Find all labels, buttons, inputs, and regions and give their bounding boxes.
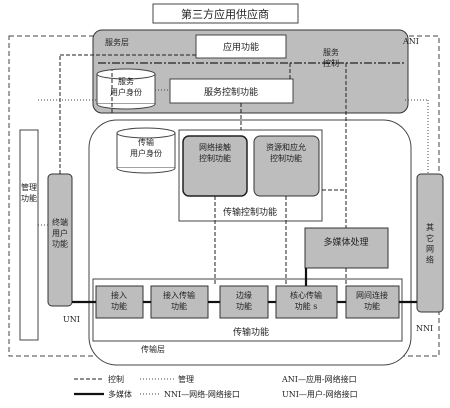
svg-text:传输用户身份: 传输用户身份 bbox=[130, 137, 162, 158]
other-networks-box bbox=[416, 173, 444, 313]
legend-management-label: 管理 bbox=[178, 374, 194, 384]
network-attachment-control-label: 网络接触控制功能 bbox=[199, 142, 231, 163]
core-transport-function-box bbox=[275, 285, 338, 319]
app-function-box bbox=[195, 34, 287, 59]
legend-media-label: 多媒体 bbox=[108, 389, 132, 399]
app-function-label: 应用功能 bbox=[223, 41, 259, 53]
nni-label: NNI bbox=[416, 324, 433, 333]
svg-text:网络接触控制功能: 网络接触控制功能 bbox=[199, 142, 231, 163]
service-control-function-box bbox=[169, 78, 294, 104]
svg-text:其它网络: 其它网络 bbox=[426, 223, 434, 264]
gateway-function-label: 网间连接功能 bbox=[356, 290, 388, 311]
control-connectors bbox=[59, 54, 347, 286]
svg-text:接入传输功能: 接入传输功能 bbox=[163, 290, 195, 311]
edge-function-label: 边缘功能 bbox=[236, 290, 252, 311]
gateway-function-box bbox=[345, 285, 400, 319]
uni-label: UNI bbox=[63, 315, 80, 324]
service-layer-label: 服务层 bbox=[105, 37, 129, 47]
multimedia-processing-label: 多媒体处理 bbox=[323, 236, 368, 248]
access-function-box bbox=[95, 285, 144, 319]
resource-admission-control-label: 资源和应允控制功能 bbox=[266, 142, 306, 163]
service-control-function-label: 服务控制功能 bbox=[204, 86, 258, 98]
core-transport-function-label: 核心传输功能 s bbox=[290, 290, 322, 311]
transport-user-profile-label: 传输用户身份 bbox=[130, 137, 162, 158]
edge-function-box bbox=[219, 285, 269, 319]
svg-text:接入功能: 接入功能 bbox=[111, 290, 127, 311]
access-transport-function-box bbox=[150, 285, 209, 319]
svg-text:管理功能: 管理功能 bbox=[21, 182, 37, 203]
service-user-profile-label: 服务用户身份 bbox=[110, 76, 142, 97]
svg-text:核心传输功能 s: 核心传输功能 s bbox=[290, 290, 322, 311]
svg-text:服务控制: 服务控制 bbox=[323, 47, 339, 68]
access-transport-function-label: 接入传输功能 bbox=[163, 290, 195, 311]
transport-function-label: 传输功能 bbox=[233, 326, 269, 338]
title: 第三方应用供应商 bbox=[181, 7, 269, 21]
legend-nni-desc: NNI—网络-网络接口 bbox=[164, 389, 240, 399]
access-function-label: 接入功能 bbox=[111, 290, 127, 311]
transport-control-function-label: 传输控制功能 bbox=[223, 206, 277, 218]
other-networks-label: 其它网络 bbox=[426, 223, 434, 264]
management-function-label: 管理功能 bbox=[21, 182, 37, 203]
terminal-user-function-label: 终端用户功能 bbox=[52, 217, 68, 249]
legend-ani-desc: ANI—应用-网络接口 bbox=[281, 374, 357, 384]
ani-label: ANI bbox=[402, 37, 419, 46]
multimedia-processing-box bbox=[304, 227, 389, 269]
legend-uni-desc: UNI—用户-网络接口 bbox=[282, 389, 358, 399]
service-control-label: 服务控制 bbox=[323, 47, 339, 68]
svg-text:边缘功能: 边缘功能 bbox=[236, 290, 252, 311]
media-path bbox=[72, 268, 417, 304]
third-party-vendor-box bbox=[152, 3, 299, 24]
svg-text:服务用户身份: 服务用户身份 bbox=[110, 76, 142, 97]
transport-user-profile-db bbox=[116, 127, 176, 174]
transport-layer-label: 传输层 bbox=[141, 344, 165, 354]
legend: 控制 管理 多媒体 NNI—网络-网络接口 ANI—应用-网络接口 UNI—用户… bbox=[74, 374, 358, 399]
svg-text:网间连接功能: 网间连接功能 bbox=[356, 290, 388, 311]
svg-text:资源和应允控制功能: 资源和应允控制功能 bbox=[266, 142, 306, 163]
management-function-bar bbox=[19, 129, 39, 341]
legend-control-label: 控制 bbox=[108, 374, 124, 384]
svg-text:终端用户功能: 终端用户功能 bbox=[52, 217, 68, 249]
management-connectors bbox=[38, 89, 429, 226]
